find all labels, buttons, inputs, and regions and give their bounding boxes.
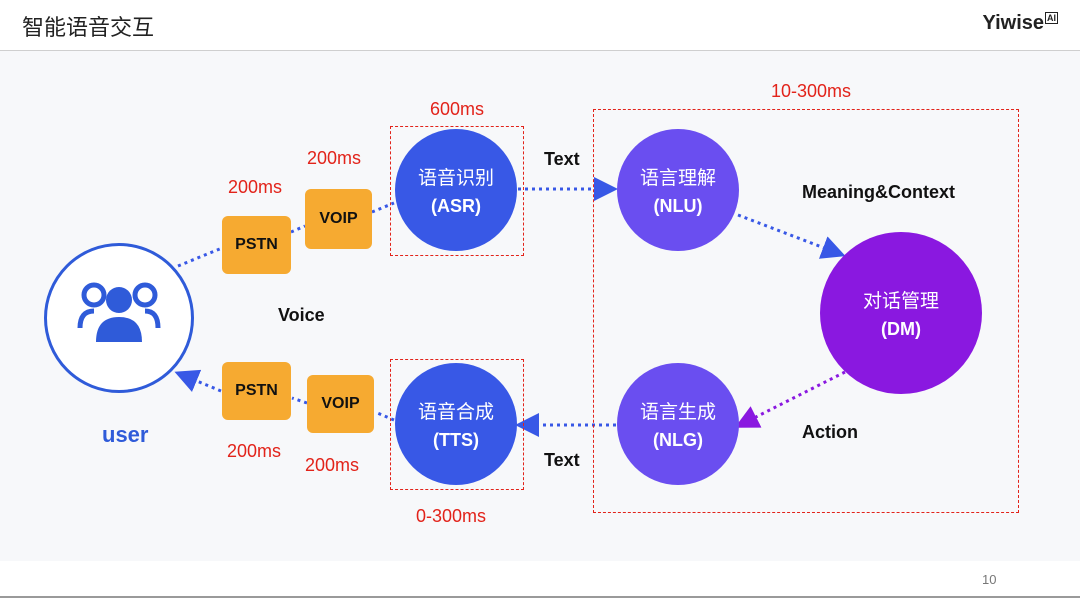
line-user-pstn-top: [177, 246, 223, 268]
brand-mark: AI: [1045, 12, 1058, 25]
nlg-en-label: (NLG): [653, 430, 703, 450]
latency-pstn-top: 200ms: [228, 177, 283, 197]
edge-label-dm-nlg: Action: [802, 422, 858, 442]
latency-nlp-group: 10-300ms: [771, 81, 852, 101]
voip-label: VOIP: [319, 210, 358, 227]
voice-label: Voice: [278, 305, 325, 325]
pstn-box-top: PSTN: [222, 216, 291, 274]
tts-zh-label: 语音合成: [417, 401, 494, 423]
edge-label-asr-nlu: Text: [544, 149, 580, 169]
pstn-label: PSTN: [235, 236, 278, 253]
dm-node: 对话管理 (DM): [820, 232, 982, 394]
latency-pstn-bottom: 200ms: [227, 441, 282, 461]
dm-zh-label: 对话管理: [862, 290, 939, 312]
voip-label: VOIP: [321, 395, 360, 412]
asr-en-label: (ASR): [431, 196, 481, 216]
nlp-group-frame: [593, 109, 1019, 513]
user-label: user: [102, 422, 149, 447]
tts-latency-frame: [390, 359, 524, 490]
latency-tts: 0-300ms: [416, 506, 487, 526]
voip-box-top: VOIP: [305, 189, 372, 249]
users-icon: [77, 282, 161, 342]
arrow-nlu-dm: [737, 213, 846, 259]
line-pstn-voip-top: [290, 224, 306, 234]
nlu-zh-label: 语言理解: [639, 167, 716, 189]
pstn-label: PSTN: [235, 382, 278, 399]
asr-node: 语音识别 (ASR): [395, 129, 517, 251]
dm-en-label: (DM): [881, 319, 921, 339]
pstn-box-bottom: PSTN: [222, 362, 291, 420]
nlg-zh-label: 语言生成: [639, 401, 716, 423]
tts-en-label: (TTS): [433, 430, 479, 450]
page-number: 10: [982, 572, 997, 587]
line-voip-pstn-bottom: [291, 396, 308, 405]
arrow-pstn-user: [174, 369, 222, 393]
latency-voip-bottom: 200ms: [305, 455, 360, 475]
asr-latency-frame: [390, 126, 524, 256]
edge-label-nlu-dm: Meaning&Context: [802, 182, 955, 202]
user-node: [44, 243, 194, 393]
footer-divider: [0, 596, 1080, 598]
nlg-node: 语言生成 (NLG): [617, 363, 739, 485]
edge-label-nlg-tts: Text: [544, 450, 580, 470]
asr-zh-label: 语音识别: [417, 167, 494, 189]
voip-box-bottom: VOIP: [307, 375, 374, 433]
latency-voip-top: 200ms: [307, 148, 362, 168]
nlu-en-label: (NLU): [653, 196, 703, 216]
slide-title: 智能语音交互: [22, 16, 155, 41]
brand-name: Yiwise: [982, 12, 1044, 34]
arrow-dm-nlg: [734, 370, 846, 428]
tts-node: 语音合成 (TTS): [395, 363, 517, 485]
latency-asr: 600ms: [430, 99, 485, 119]
nlu-node: 语言理解 (NLU): [617, 129, 739, 251]
